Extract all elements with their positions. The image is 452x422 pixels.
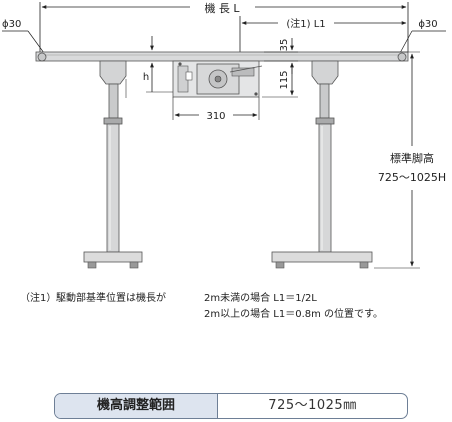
right-pulley-callout: ϕ30 bbox=[399, 19, 446, 54]
leg-height-dimension: 標準脚高 725〜1025H bbox=[340, 51, 446, 269]
drive-position-label: (注1) L1 bbox=[286, 17, 325, 30]
conveyor-frame bbox=[35, 51, 409, 62]
note-line-under-2m: 2m未満の場合 L1＝1/2L bbox=[204, 293, 317, 304]
leg-height-title: 標準脚高 bbox=[390, 151, 434, 165]
left-pulley-label: ϕ30 bbox=[2, 19, 21, 30]
conveyor-dimension-drawing: 機 長 L (注1) L1 ϕ30 ϕ30 bbox=[2, 1, 446, 269]
drive-offset-dimension: 35 bbox=[264, 38, 298, 74]
height-adjust-value: 725〜1025㎜ bbox=[268, 398, 357, 413]
left-pulley-callout: ϕ30 bbox=[2, 19, 45, 54]
right-leg bbox=[271, 60, 373, 269]
drive-offset-label: 35 bbox=[279, 39, 290, 52]
left-leg bbox=[83, 60, 143, 269]
drive-height-dimension: 115 bbox=[262, 63, 298, 98]
machine-length-label: 機 長 L bbox=[204, 1, 240, 15]
machine-length-dimension: 機 長 L bbox=[39, 1, 409, 52]
note-lead: 駆動部基準位置は機長が bbox=[56, 293, 166, 304]
h-label: h bbox=[143, 72, 149, 83]
height-adjust-range-box: 機高調整範囲 725〜1025㎜ bbox=[54, 393, 408, 419]
drive-width-label: 310 bbox=[206, 111, 225, 122]
drive-height-label: 115 bbox=[279, 70, 290, 89]
h-dimension: h bbox=[143, 36, 173, 93]
note-label: （注1） bbox=[20, 293, 57, 304]
right-pulley-label: ϕ30 bbox=[418, 19, 437, 30]
drive-position-dimension: (注1) L1 bbox=[239, 16, 407, 60]
drive-unit bbox=[172, 60, 263, 98]
drive-width-dimension: 310 bbox=[172, 97, 260, 122]
height-adjust-label: 機高調整範囲 bbox=[55, 394, 218, 418]
leg-height-value: 725〜1025H bbox=[378, 171, 446, 184]
note-line-over-2m: 2m以上の場合 L1＝0.8m の位置です。 bbox=[204, 309, 384, 320]
